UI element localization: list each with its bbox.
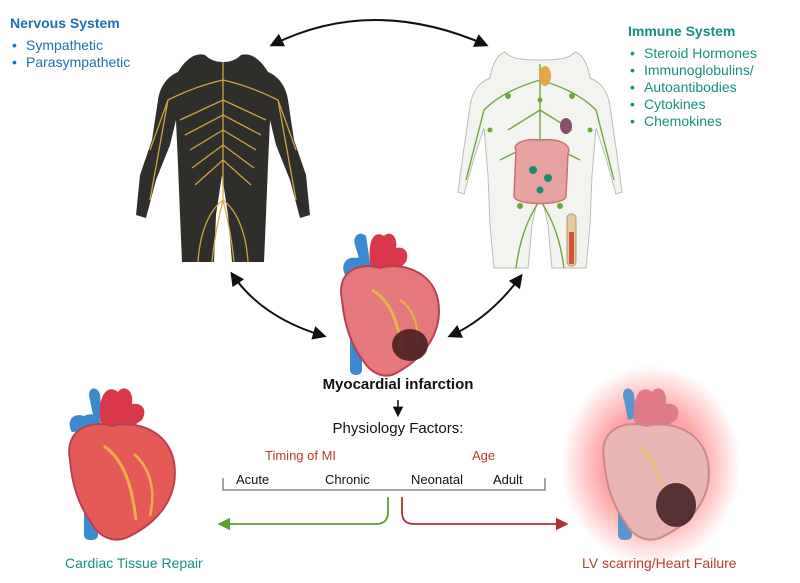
physiology-factors-label: Physiology Factors: <box>332 420 464 437</box>
neonatal-label: Neonatal <box>411 472 464 487</box>
nervous-body-figure <box>136 54 310 263</box>
list-item: Chemokines <box>628 113 757 130</box>
list-item: Immunoglobulins/ <box>628 62 757 79</box>
nervous-immune-arrow <box>269 19 489 47</box>
repair-arrow <box>217 497 389 531</box>
repair-heart <box>68 388 176 541</box>
spleen-shape <box>560 118 572 134</box>
myocardial-infarction-label: Myocardial infarction <box>322 376 474 393</box>
adult-label: Adult <box>493 472 523 487</box>
list-item: Sympathetic <box>10 37 130 54</box>
chronic-label: Chronic <box>325 472 370 487</box>
list-item: Cytokines <box>628 96 757 113</box>
timing-of-mi-label: Timing of MI <box>265 448 337 463</box>
immune-heart-arrow <box>447 273 523 338</box>
failure-heart <box>561 365 741 565</box>
factor-bracket <box>222 478 546 491</box>
center-heart <box>340 233 440 377</box>
list-item: Steroid Hormones <box>628 45 757 62</box>
lv-scarring-label: LV scarring/Heart Failure <box>582 555 737 571</box>
acute-label: Acute <box>236 472 270 487</box>
cardiac-tissue-repair-label: Cardiac Tissue Repair <box>65 555 203 571</box>
nervous-system-panel: Nervous System Sympathetic Parasympathet… <box>10 15 130 71</box>
failure-arrow <box>401 497 569 531</box>
nervous-heart-arrow <box>230 271 327 340</box>
age-label: Age <box>472 448 496 463</box>
list-item: Autoantibodies <box>628 79 757 96</box>
thymus-shape <box>539 66 551 86</box>
nervous-system-list: Sympathetic Parasympathetic <box>10 37 130 71</box>
nervous-system-title: Nervous System <box>10 15 120 31</box>
list-item-continuation: Autoantibodies <box>644 79 737 95</box>
immune-system-list: Steroid Hormones Immunoglobulins/ Autoan… <box>628 45 757 130</box>
immune-body-figure <box>457 51 623 269</box>
immune-system-panel: Immune System Steroid Hormones Immunoglo… <box>628 23 757 130</box>
immune-system-title: Immune System <box>628 23 736 39</box>
intestine-shape <box>513 138 570 205</box>
list-item: Parasympathetic <box>10 54 130 71</box>
